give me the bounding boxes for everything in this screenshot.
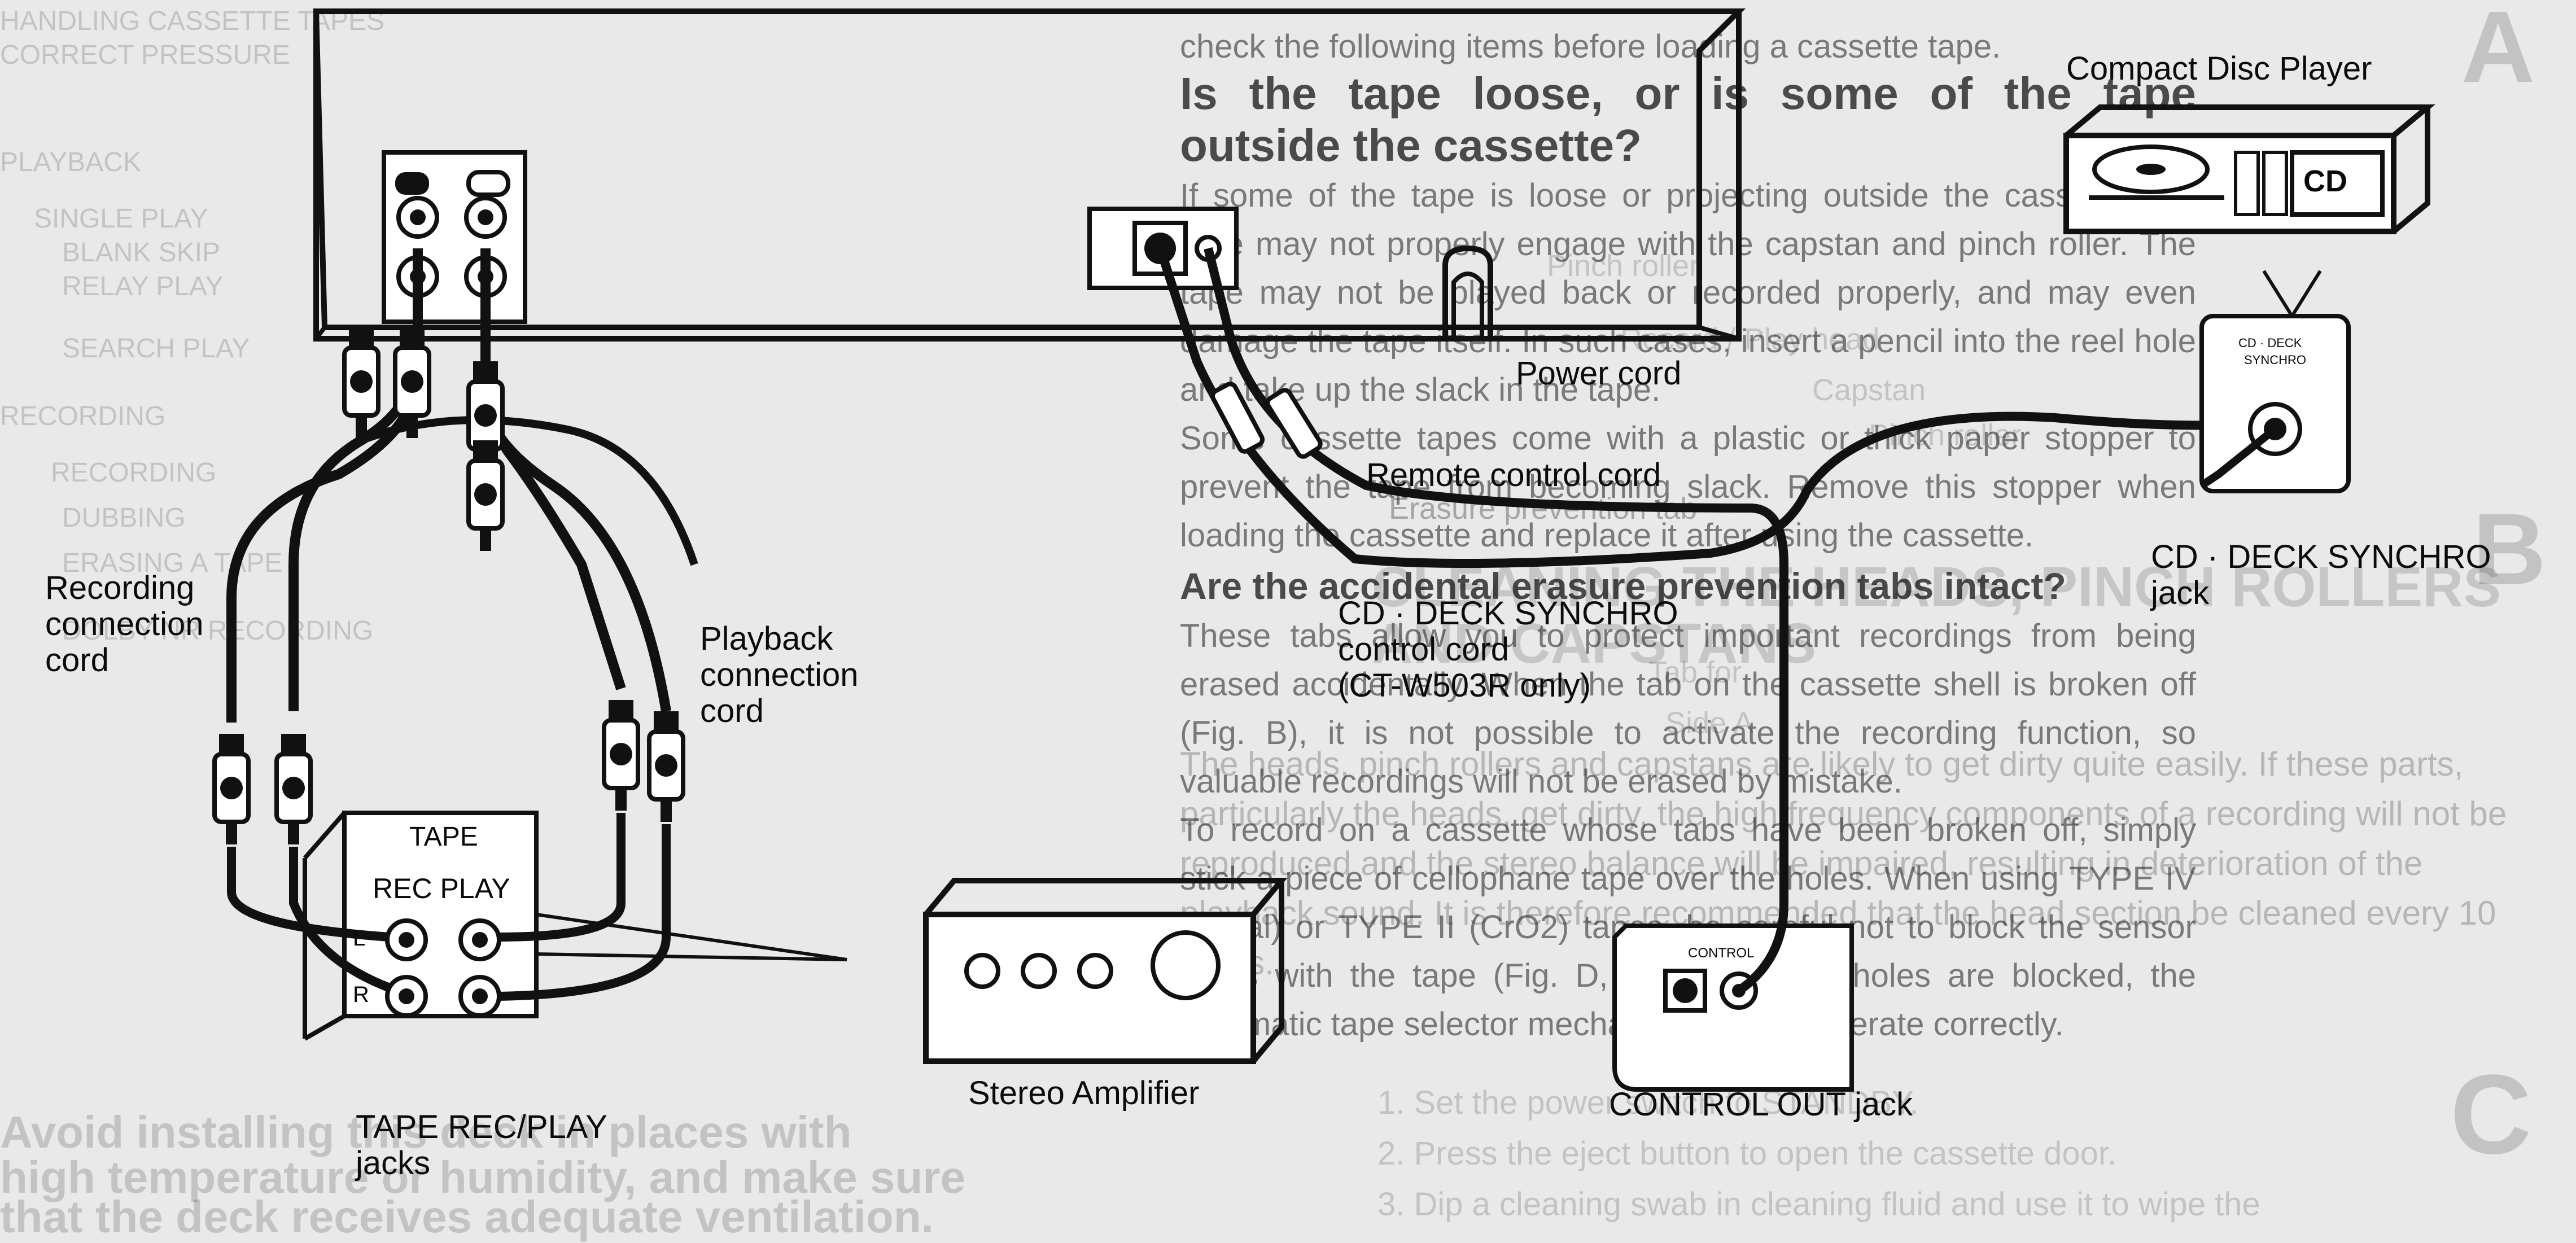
connection-diagram — [0, 8, 2435, 1092]
amp-rec-jack-r — [387, 977, 426, 1016]
rca-cable-to-amp — [496, 824, 671, 1001]
cd-deck-synchro-jack-label: CD · DECK SYNCHRO jack — [2151, 539, 2491, 611]
ghost-tab-label: Side A — [1665, 706, 1754, 740]
cassette-deck — [313, 8, 1746, 342]
remote-control-cord-label: Remote control cord — [1366, 457, 1661, 493]
cd-deck-synchro-cord-label-line: (CT-W503R only) — [1338, 667, 1591, 704]
cd-deck-synchro-cord-label: CD · DECK SYNCHRO control cord (CT-W503R… — [1338, 596, 1678, 704]
cd-deck-synchro-cord — [1156, 247, 2259, 568]
ghost-line: ERASING A TAPE — [62, 548, 283, 578]
ghost-right-label: Capstan — [1812, 373, 1926, 407]
ghost-bottom-line: Avoid installing this deck in places wit… — [0, 1107, 852, 1157]
rca-plug — [604, 700, 638, 811]
ghost-line: RELAY PLAY — [62, 272, 224, 301]
amp-play-jack-r — [461, 977, 499, 1016]
control-small-label: CONTROL — [1688, 946, 1755, 961]
rca-plug — [344, 327, 378, 438]
deck-jack-panel — [382, 150, 527, 324]
ghost-line: PLAYBACK — [0, 147, 141, 177]
rca-cable-to-amp — [227, 847, 390, 942]
rca-plug — [469, 440, 502, 551]
bleed-heading: Is the tape loose, or is some of the tap… — [1180, 68, 2196, 170]
stereo-amplifier — [923, 878, 1288, 1064]
ghost-figure-letter: C — [2450, 1052, 2532, 1178]
ghost-line: RECORDING — [0, 401, 166, 431]
tape-panel-l: L — [353, 926, 366, 951]
tape-panel-rec-play: REC PLAY — [373, 873, 510, 904]
synchro-cord-end — [2199, 426, 2278, 489]
ghost-tab-label: Tab for — [1648, 655, 1742, 689]
synchro-badge-line: CD · DECK — [2238, 336, 2302, 350]
ghost-figure-letter: A — [2461, 0, 2535, 104]
tape-panel-title: TAPE — [409, 822, 478, 852]
playback-connection-cord-label-line: connection — [700, 656, 859, 693]
ghost-step: 2. Press the eject button to open the ca… — [1377, 1135, 2117, 1172]
cd-deck-synchro-jack-label-line: jack — [2151, 575, 2210, 611]
amp-rec-jack-l — [387, 921, 426, 959]
ghost-line: DUBBING — [62, 503, 186, 533]
cd-deck-synchro-cord-label-line: CD · DECK SYNCHRO — [1338, 595, 1678, 632]
amp-play-jack-l — [461, 921, 499, 959]
tape-rec-play-jacks-label-line: TAPE REC/PLAY — [356, 1109, 607, 1145]
rca-plug — [215, 734, 248, 844]
tape-rec-play-jacks-label: TAPE REC/PLAY jacks — [356, 1109, 607, 1181]
tape-panel-r: R — [353, 982, 369, 1007]
cd-button-label: CD — [2303, 164, 2347, 198]
power-cord-label: Power cord — [1516, 355, 1682, 392]
ghost-line: RECORDING — [51, 458, 217, 488]
bleed-paragraph: Some cassette tapes come with a plastic … — [1180, 420, 2196, 554]
ghost-line: BLANK SKIP — [62, 238, 221, 268]
ghost-right-label: Pinch roller — [1547, 249, 1700, 283]
recording-connection-cord-label-line: cord — [45, 642, 109, 679]
control-out-panel — [1612, 924, 1854, 1092]
cd-deck-synchro-cord-label-line: control cord — [1338, 631, 1510, 668]
tape-panel-callout — [536, 913, 847, 961]
deck-rec-jack-l — [399, 198, 437, 237]
ghost-line: SEARCH PLAY — [62, 334, 250, 364]
rca-plug — [649, 711, 683, 822]
rca-cable-to-amp — [496, 813, 626, 942]
recording-connection-cord-label-line: connection — [45, 606, 204, 642]
ghost-line: SINGLE PLAY — [34, 204, 208, 234]
rca-plug — [277, 734, 310, 844]
compact-disc-player-label: Compact Disc Player — [2066, 50, 2372, 87]
ghost-bottom-line: high temperature or humidity, and make s… — [0, 1152, 965, 1202]
synchro-badge-line: SYNCHRO — [2244, 353, 2307, 367]
tape-rec-play-jacks-label-line: jacks — [356, 1145, 431, 1181]
playback-connection-cord-label-line: Playback — [700, 620, 833, 657]
ghost-line: DOLBY NR RECORDING — [62, 616, 374, 646]
bleed-heading: Are the accidental erasure prevention ta… — [1180, 565, 2066, 607]
recording-connection-cord-label-line: Recording — [45, 570, 195, 606]
stereo-amplifier-label: Stereo Amplifier — [968, 1075, 1200, 1111]
power-cord-plug — [1442, 245, 1493, 339]
deck-play-jack-l — [466, 198, 505, 237]
playback-connection-cord-label: Playback connection cord — [700, 621, 859, 729]
ghost-figure-letter: B — [2473, 493, 2546, 606]
recording-connection-cord-label: Recording connection cord — [45, 570, 204, 679]
cd-synchro-jack-panel — [2199, 270, 2351, 493]
playback-connection-cord-label-line: cord — [700, 693, 764, 729]
rca-cable-to-amp — [289, 847, 391, 992]
cd-deck-synchro-jack-label-line: CD · DECK SYNCHRO — [2151, 539, 2491, 575]
cord-plugs — [1210, 382, 1323, 459]
ghost-right-heading: CLEANING THE HEADS, PINCH ROLLERS AND CA… — [1372, 555, 2501, 675]
compact-disc-player — [2063, 104, 2435, 234]
ghost-line: CORRECT PRESSURE — [0, 40, 290, 70]
control-out-jack-label: CONTROL OUT jack — [1609, 1086, 1913, 1123]
bleed-intro: check the following items before loading… — [1180, 28, 2001, 65]
ghost-right-paragraph: The heads, pinch rollers and capstans ar… — [1180, 745, 2507, 982]
